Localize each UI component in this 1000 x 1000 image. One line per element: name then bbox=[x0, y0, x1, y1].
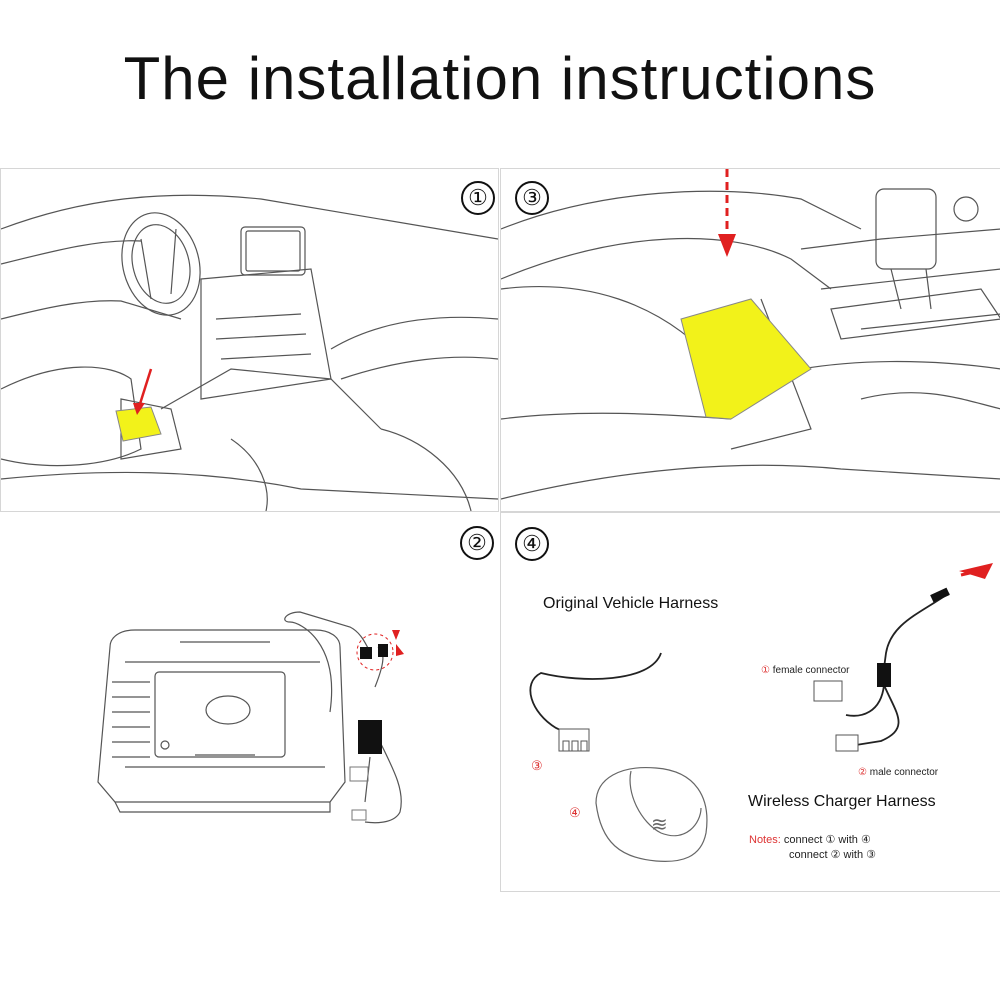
step-number-1: ① bbox=[461, 181, 495, 215]
wireless-harness-label: Wireless Charger Harness bbox=[748, 793, 936, 810]
panel-step-3-console: ③ bbox=[500, 168, 1000, 512]
socket-marker: ④ bbox=[569, 805, 581, 820]
panel-step-1-interior: ① bbox=[0, 168, 499, 512]
female-marker: ① bbox=[761, 665, 770, 676]
original-harness-label: Original Vehicle Harness bbox=[543, 595, 719, 612]
note-line-2: connect ② with ③ bbox=[789, 849, 876, 861]
male-connector-callout: ② male connector bbox=[858, 767, 938, 778]
male-connector-label: male connector bbox=[869, 767, 939, 778]
charger-unit-drawing bbox=[97, 611, 404, 824]
page-title: The installation instructions bbox=[123, 45, 877, 112]
female-connector-callout: ① female connector bbox=[761, 665, 849, 676]
panel-step-2-charger: ② bbox=[0, 512, 497, 890]
harness-wiring-drawing: ≋ bbox=[529, 563, 993, 862]
note-line-1: connect ① with ④ bbox=[783, 834, 871, 846]
console-closeup-drawing bbox=[501, 169, 1000, 500]
notes-label: Notes: bbox=[749, 834, 781, 846]
step-number-2: ② bbox=[460, 526, 494, 560]
connection-notes: Notes: connect ① with ④ connect ② with ③ bbox=[749, 833, 876, 863]
car-interior-drawing bbox=[1, 194, 498, 511]
svg-text:≋: ≋ bbox=[651, 812, 668, 836]
panel-step-4-harness: ≋ ④ Original Vehicle Harness Wireless Ch… bbox=[500, 512, 1000, 892]
step-number-3: ③ bbox=[515, 181, 549, 215]
step-number-4: ④ bbox=[515, 527, 549, 561]
female-connector-label: female connector bbox=[772, 665, 850, 676]
original-connector-marker: ③ bbox=[531, 758, 543, 773]
male-marker: ② bbox=[858, 767, 867, 778]
